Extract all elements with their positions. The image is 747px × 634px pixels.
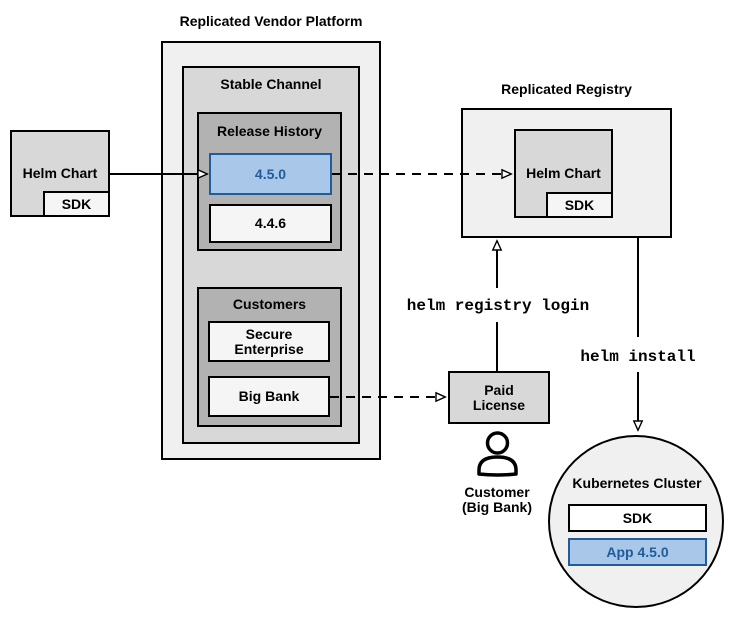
release-version-previous-label: 4.4.6 <box>254 215 287 231</box>
customer-secure-enterprise-label: Secure Enterprise <box>234 325 304 357</box>
kubernetes-app-label: App 4.5.0 <box>606 543 669 560</box>
customer-caption-line1: Customer <box>464 484 530 500</box>
release-version-previous-box: 4.4.6 <box>209 204 332 243</box>
kubernetes-sdk-label: SDK <box>622 509 653 526</box>
registry-sdk-box: SDK <box>546 192 613 218</box>
registry-helm-chart-label: Helm Chart <box>526 165 601 181</box>
stable-channel-label: Stable Channel <box>220 76 322 92</box>
customer-caption-line2: (Big Bank) <box>462 499 532 515</box>
kubernetes-sdk-box: SDK <box>568 504 707 532</box>
source-helm-chart-label: Helm Chart <box>22 165 98 181</box>
kubernetes-app-box: App 4.5.0 <box>568 538 707 566</box>
command-helm-registry-login: helm registry login <box>406 297 590 315</box>
command-helm-install: helm install <box>580 348 696 366</box>
customer-caption: Customer (Big Bank) <box>437 485 557 515</box>
customers-label: Customers <box>232 296 307 312</box>
registry-sdk-label: SDK <box>564 196 595 213</box>
kubernetes-cluster-title: Kubernetes Cluster <box>572 475 702 491</box>
release-version-current-box: 4.5.0 <box>209 153 332 195</box>
customer-secure-enterprise-box: Secure Enterprise <box>208 321 330 362</box>
vendor-platform-title: Replicated Vendor Platform <box>179 13 363 29</box>
source-sdk-label: SDK <box>61 195 92 212</box>
customer-big-bank-label: Big Bank <box>238 388 300 404</box>
source-sdk-box: SDK <box>43 191 110 217</box>
paid-license-box: Paid License <box>448 371 550 424</box>
customer-big-bank-box: Big Bank <box>208 376 330 417</box>
registry-title: Replicated Registry <box>501 81 632 97</box>
customer-person-icon <box>477 431 518 477</box>
release-version-current-label: 4.5.0 <box>254 165 287 182</box>
release-history-label: Release History <box>216 123 323 139</box>
paid-license-label: Paid License <box>472 381 526 413</box>
